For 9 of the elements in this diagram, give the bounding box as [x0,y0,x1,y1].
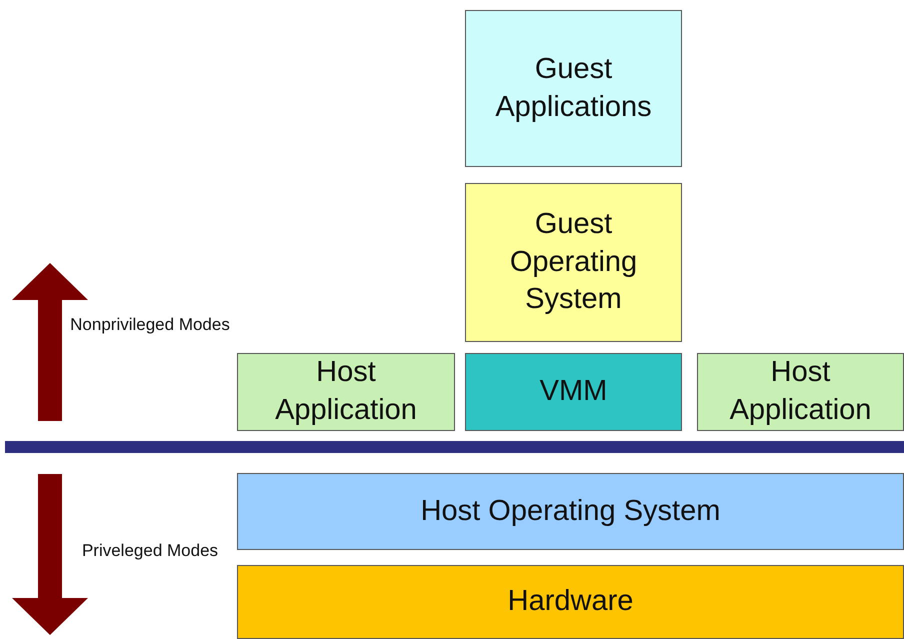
layer-box: VMM [465,353,682,431]
layer-box: Guest Applications [465,10,682,167]
layer-box: Host Operating System [237,473,904,550]
layer-box: Host Application [237,353,455,431]
layer-box: Guest Operating System [465,183,682,342]
layer-box: Hardware [237,565,904,639]
mode-label: Nonprivileged Modes [70,314,230,336]
layer-box: Host Application [697,353,904,431]
mode-label: Priveleged Modes [80,540,220,562]
